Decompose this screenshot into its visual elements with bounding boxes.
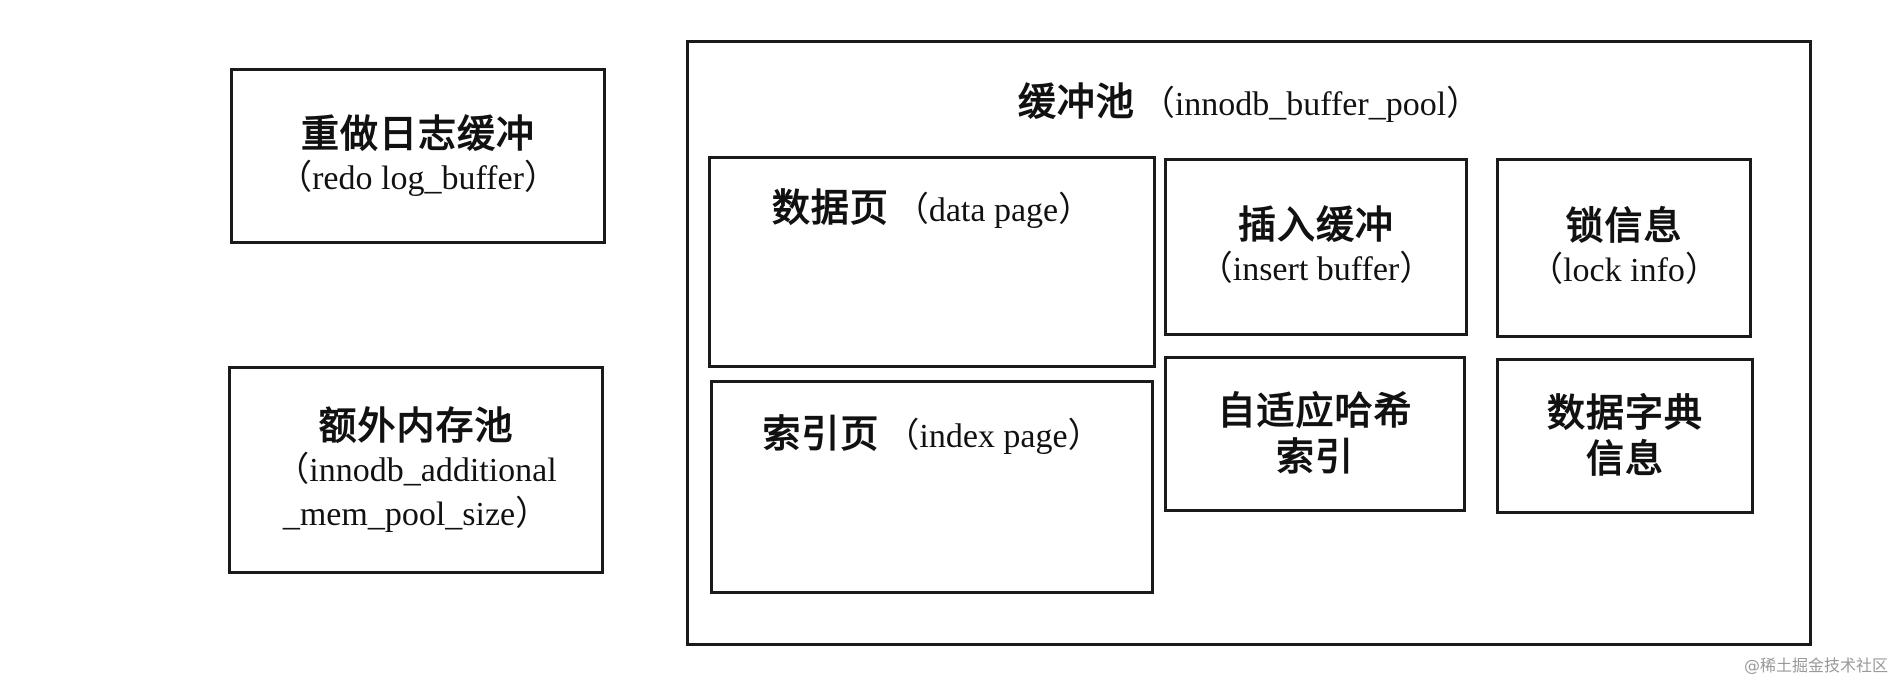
data-dictionary-label-2: 信息 — [1585, 436, 1664, 481]
redo-log-buffer-box: 重做日志缓冲 （redo log_buffer） — [230, 68, 606, 244]
lock-info-label-zh: 锁信息 — [1565, 203, 1683, 248]
additional-mem-pool-label-en-1: （innodb_additional — [275, 452, 557, 489]
data-page-label-en: （data page） — [894, 192, 1093, 229]
insert-buffer-box: 插入缓冲 （insert buffer） — [1164, 158, 1468, 336]
watermark: @稀土掘金技术社区 — [1743, 656, 1888, 675]
insert-buffer-label-en: （insert buffer） — [1198, 251, 1434, 288]
data-page-label: 数据页 （data page） — [711, 185, 1153, 233]
data-dictionary-box: 数据字典 信息 — [1496, 358, 1754, 514]
redo-log-buffer-label-en: （redo log_buffer） — [278, 160, 558, 197]
data-dictionary-label-1: 数据字典 — [1546, 390, 1703, 435]
adaptive-hash-index-label-1: 自适应哈希 — [1217, 388, 1413, 433]
adaptive-hash-index-label-2: 索引 — [1275, 434, 1354, 479]
lock-info-label-en: （lock info） — [1529, 252, 1719, 289]
data-page-box: 数据页 （data page） — [708, 156, 1156, 368]
data-page-label-zh: 数据页 — [771, 185, 889, 230]
additional-mem-pool-label-zh: 额外内存池 — [318, 403, 514, 448]
insert-buffer-label-zh: 插入缓冲 — [1237, 202, 1394, 247]
additional-mem-pool-label-en-2: _mem_pool_size） — [282, 496, 550, 533]
index-page-label: 索引页 （index page） — [713, 411, 1151, 459]
additional-mem-pool-box: 额外内存池 （innodb_additional _mem_pool_size） — [228, 366, 604, 574]
index-page-label-en: （index page） — [885, 418, 1102, 455]
index-page-label-zh: 索引页 — [762, 411, 880, 456]
lock-info-box: 锁信息 （lock info） — [1496, 158, 1752, 338]
buffer-pool-title: 缓冲池 （innodb_buffer_pool） — [689, 79, 1809, 127]
buffer-pool-title-zh: 缓冲池 — [1017, 79, 1135, 124]
index-page-box: 索引页 （index page） — [710, 380, 1154, 594]
redo-log-buffer-label-zh: 重做日志缓冲 — [300, 111, 535, 156]
adaptive-hash-index-box: 自适应哈希 索引 — [1164, 356, 1466, 512]
buffer-pool-title-en: （innodb_buffer_pool） — [1140, 86, 1481, 123]
